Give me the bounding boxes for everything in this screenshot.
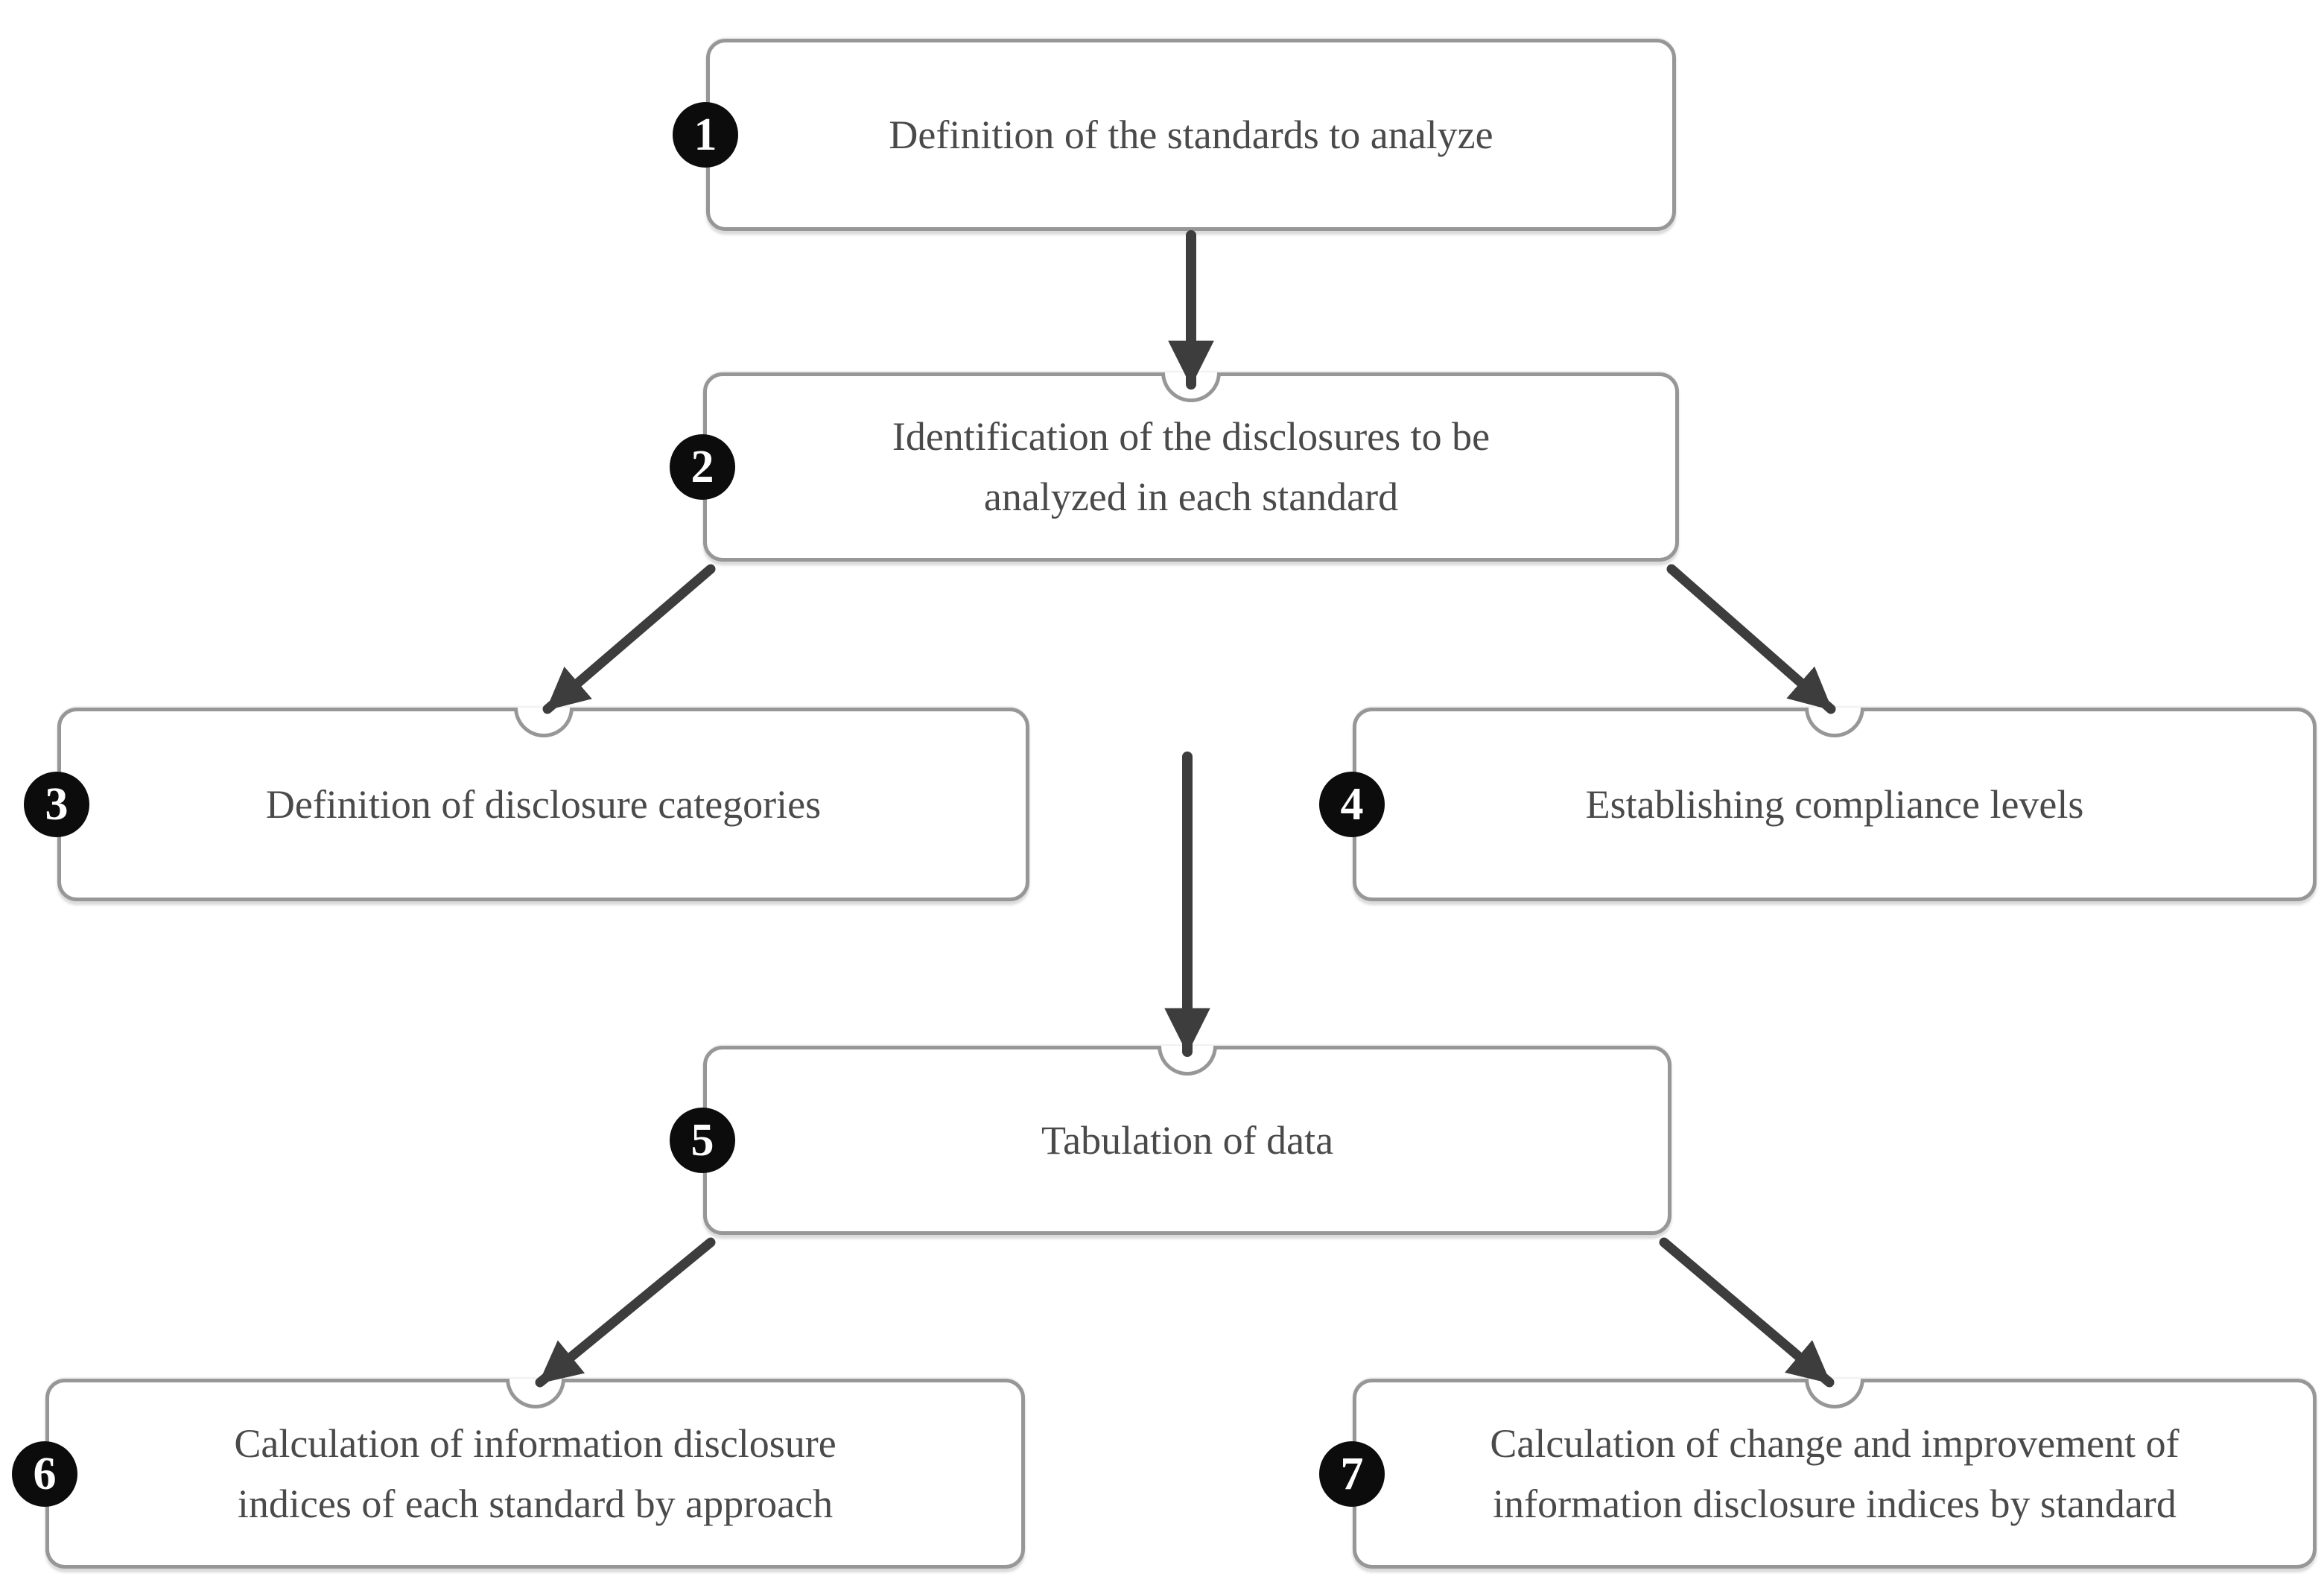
step-2-box: 2 Identification of the disclosures to b… [670, 372, 1679, 562]
step-7-box: 7 Calculation of change and improvement … [1319, 1379, 2317, 1569]
arrow-2-to-3 [542, 564, 716, 714]
step-3-label: Definition of disclosure categories [265, 781, 822, 827]
step-4-badge: 4 [1319, 772, 1385, 837]
step-4-box: 4 Establishing compliance levels [1319, 708, 2317, 901]
step-4-label: Establishing compliance levels [1585, 781, 2084, 827]
step-5-badge: 5 [670, 1108, 735, 1173]
arrow-notch [1161, 372, 1221, 402]
arrow-5-to-6 [535, 1237, 716, 1388]
step-6-box: 6 Calculation of information disclosure … [12, 1379, 1025, 1569]
arrow-notch [1158, 1046, 1217, 1076]
step-2-label-line2: analyzed in each standard [983, 474, 1399, 519]
step-3-badge: 3 [24, 772, 89, 837]
step-1-badge: 1 [673, 102, 738, 168]
step-6-label-line2: indices of each standard by approach [237, 1481, 834, 1526]
arrow-notch [1805, 708, 1864, 737]
arrow-notch [513, 708, 574, 737]
step-5-box: 5 Tabulation of data [670, 1046, 1671, 1235]
arrow-notch [505, 1379, 565, 1408]
arrow-notch [1805, 1379, 1864, 1408]
step-7-label-line2: information disclosure indices by standa… [1493, 1481, 2177, 1526]
step-7-badge: 7 [1319, 1441, 1385, 1507]
step-1-label: Definition of the standards to analyze [889, 112, 1493, 157]
step-2-label: Identification of the disclosures to be [892, 414, 1490, 459]
step-2-badge: 2 [670, 434, 735, 500]
arrow-5-to-7 [1659, 1237, 1835, 1388]
step-6-badge: 6 [12, 1441, 77, 1507]
step-7-label: Calculation of change and improvement of [1490, 1420, 2179, 1466]
step-3-box: 3 Definition of disclosure categories [24, 708, 1029, 901]
step-5-label: Tabulation of data [1041, 1117, 1334, 1163]
step-1-box: 1 Definition of the standards to analyze [673, 39, 1676, 231]
step-6-label: Calculation of information disclosure [234, 1420, 836, 1466]
arrow-2-to-4 [1666, 564, 1836, 714]
